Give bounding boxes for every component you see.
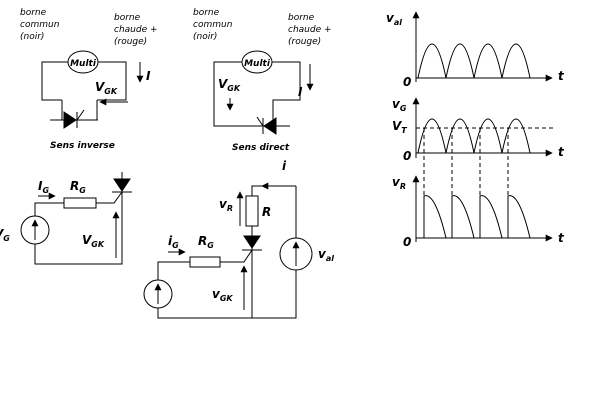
waveform-panel: val 0 t vG VT 0 t vR 0 (386, 11, 565, 249)
common-terminal-label-line1: borne (20, 8, 47, 18)
i-label: i (282, 159, 287, 173)
wire-bottom (157, 270, 297, 319)
vt-label: VT (392, 119, 407, 135)
multimeter (241, 50, 273, 74)
resistor-rg (63, 197, 97, 209)
wire-source-top (34, 202, 64, 216)
common-terminal-label-line2: commun (193, 20, 233, 30)
vgk-label: VGK (82, 233, 105, 249)
wire-top (251, 185, 296, 196)
wire-left (213, 61, 246, 127)
hot-terminal-label-line1: borne (114, 13, 141, 23)
firing-guides (423, 128, 509, 238)
common-terminal-label-line3: (noir) (20, 32, 44, 42)
vr-wave (423, 195, 531, 239)
wire-right (97, 61, 127, 101)
thyristor-symbol (50, 109, 98, 129)
t-label: t (558, 231, 565, 245)
current-label: I (146, 69, 151, 83)
current-label: I (298, 85, 303, 99)
hot-terminal-label-line2: chaude + (114, 25, 158, 35)
circuit-direct: borne commun (noir) borne chaude + (roug… (193, 8, 332, 153)
zero-label: 0 (403, 235, 411, 249)
hot-terminal-label-line2: chaude + (288, 25, 332, 35)
wire-gate (96, 191, 123, 204)
common-terminal-label-line2: commun (20, 20, 60, 30)
vgk-label: vGK (212, 287, 233, 303)
t-label: t (558, 69, 565, 83)
rg-label: RG (70, 179, 86, 195)
ig-label: IG (38, 179, 49, 195)
multimeter-label: Multi (244, 59, 271, 69)
zero-label: 0 (403, 149, 411, 163)
thyristor-symbol (112, 172, 132, 200)
common-terminal-label-line3: (noir) (193, 32, 217, 42)
wire-left (41, 61, 68, 101)
circuit-reverse: borne commun (noir) borne chaude + (roug… (20, 8, 158, 151)
multimeter-label: Multi (70, 59, 97, 69)
wire-bottom (34, 192, 123, 265)
vgk-label: VGK (95, 80, 118, 96)
thyristor-symbol (246, 116, 290, 135)
circuit-full: i R vR iG RG val vGK (143, 159, 334, 319)
rg-label: RG (198, 234, 214, 250)
vg-label: VG (0, 227, 10, 243)
ig-label: iG (168, 234, 179, 250)
caption-reverse: Sens inverse (50, 141, 115, 151)
ac-supply (279, 237, 313, 271)
vgk-label: VGK (218, 77, 241, 93)
hot-terminal-label-line3: (rouge) (288, 37, 321, 47)
multimeter (67, 50, 99, 74)
wire-gate (220, 249, 253, 263)
thyristor-symbol (242, 226, 262, 270)
val-label: val (386, 11, 402, 27)
resistor-r (245, 195, 259, 227)
val-wave (417, 43, 531, 79)
vg-label: vG (392, 97, 407, 113)
common-terminal-label-line1: borne (193, 8, 220, 18)
gate-source (20, 215, 50, 245)
t-label: t (558, 145, 565, 159)
hot-terminal-label-line3: (rouge) (114, 37, 147, 47)
wire-right (272, 61, 301, 126)
wire-gate-source-top (157, 261, 190, 280)
r-label: R (262, 205, 271, 219)
vr-label: vR (392, 175, 406, 191)
waveform-vg: vG VT 0 t (392, 97, 565, 163)
zero-label: 0 (403, 75, 411, 89)
val-label: val (318, 247, 334, 263)
vr-label: vR (219, 197, 233, 213)
waveform-val: val 0 t (386, 11, 565, 89)
waveform-vr: vR 0 t (392, 175, 565, 249)
circuit-gate: IG RG VG VGK (0, 172, 132, 265)
vg-wave (417, 118, 531, 154)
caption-direct: Sens direct (232, 143, 290, 153)
hot-terminal-label-line1: borne (288, 13, 315, 23)
resistor-rg (189, 256, 221, 268)
